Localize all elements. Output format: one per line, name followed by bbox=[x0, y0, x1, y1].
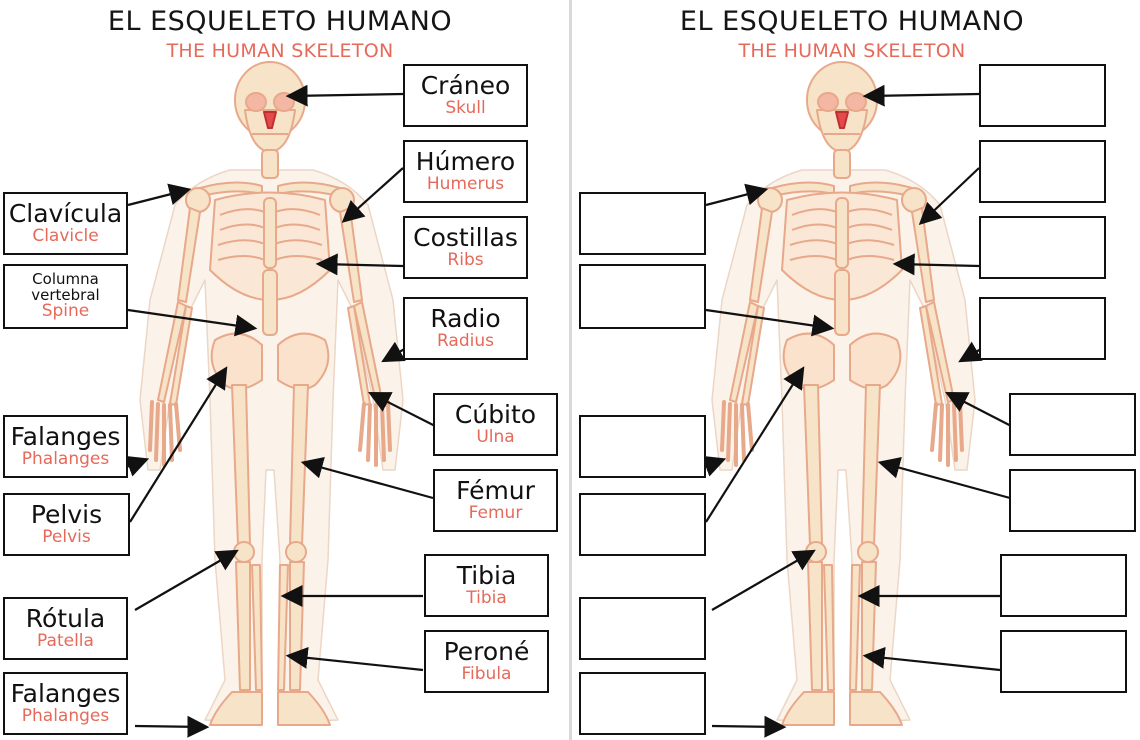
label-perone: Peroné Fibula bbox=[424, 630, 549, 693]
label-clavicula: Clavícula Clavicle bbox=[3, 192, 128, 255]
label-en: Ulna bbox=[476, 426, 515, 447]
blank-box-costillas[interactable] bbox=[979, 216, 1106, 279]
blank-box-falanges-mano[interactable] bbox=[579, 415, 706, 478]
blank-box-cubito[interactable] bbox=[1009, 393, 1136, 456]
label-en: Ribs bbox=[447, 249, 484, 270]
label-en: Humerus bbox=[426, 173, 505, 194]
label-craneo: Cráneo Skull bbox=[403, 64, 528, 127]
worksheet-subtitle: THE HUMAN SKELETON bbox=[166, 40, 394, 62]
label-en: Radius bbox=[436, 330, 494, 351]
label-es: Clavícula bbox=[8, 199, 123, 229]
blank-box-perone[interactable] bbox=[1000, 630, 1127, 693]
label-en: Femur bbox=[468, 502, 523, 523]
blank-box-femur[interactable] bbox=[1009, 469, 1136, 532]
label-en: Pelvis bbox=[42, 526, 91, 547]
blank-box-craneo[interactable] bbox=[979, 64, 1106, 127]
label-costillas: Costillas Ribs bbox=[403, 216, 528, 279]
blank-box-clavicula[interactable] bbox=[579, 192, 706, 255]
blank-box-pelvis[interactable] bbox=[579, 493, 706, 556]
label-falanges-mano: Falanges Phalanges bbox=[3, 415, 128, 478]
label-en: Skull bbox=[445, 97, 486, 118]
label-es: Radio bbox=[430, 304, 501, 334]
label-columna: Columna vertebral Spine bbox=[3, 264, 128, 329]
label-radio: Radio Radius bbox=[403, 297, 528, 360]
worksheet-title: EL ESQUELETO HUMANO bbox=[107, 6, 453, 37]
label-es-line1: Columna bbox=[32, 269, 99, 288]
label-es: Falanges bbox=[10, 422, 121, 452]
worksheet-title: EL ESQUELETO HUMANO bbox=[679, 6, 1025, 37]
label-es: Cúbito bbox=[454, 400, 537, 430]
label-es: Falanges bbox=[10, 679, 121, 709]
label-tibia: Tibia Tibia bbox=[424, 554, 549, 617]
worksheet-blank: EL ESQUELETO HUMANO THE HUMAN SKELETON bbox=[572, 0, 1140, 740]
label-es: Rótula bbox=[25, 604, 106, 634]
blank-box-rotula[interactable] bbox=[579, 597, 706, 660]
label-en: Phalanges bbox=[21, 705, 110, 726]
label-en: Phalanges bbox=[21, 448, 110, 469]
pointer-arrows bbox=[112, 84, 444, 738]
label-es: Tibia bbox=[456, 561, 517, 591]
label-en: Spine bbox=[41, 301, 90, 322]
label-rotula: Rótula Patella bbox=[3, 597, 128, 660]
label-falanges-pie: Falanges Phalanges bbox=[3, 672, 128, 735]
label-es: Peroné bbox=[443, 637, 530, 667]
blank-box-tibia[interactable] bbox=[1000, 554, 1127, 617]
blank-box-humero[interactable] bbox=[979, 140, 1106, 203]
blank-box-radio[interactable] bbox=[979, 297, 1106, 360]
sheet-divider bbox=[569, 0, 572, 740]
label-en: Fibula bbox=[461, 663, 512, 684]
label-femur: Fémur Femur bbox=[433, 469, 558, 532]
blank-box-columna[interactable] bbox=[579, 264, 706, 329]
label-humero: Húmero Humerus bbox=[403, 140, 528, 203]
label-es: Húmero bbox=[415, 147, 516, 177]
worksheet-subtitle: THE HUMAN SKELETON bbox=[738, 40, 966, 62]
label-cubito: Cúbito Ulna bbox=[433, 393, 558, 456]
label-es-line2: vertebral bbox=[31, 285, 100, 304]
label-en: Patella bbox=[37, 630, 94, 651]
label-en: Tibia bbox=[466, 587, 507, 608]
blank-box-falanges-pie[interactable] bbox=[579, 672, 706, 735]
label-es: Costillas bbox=[413, 223, 518, 253]
label-en: Clavicle bbox=[32, 225, 99, 246]
label-es: Pelvis bbox=[30, 500, 103, 530]
label-pelvis: Pelvis Pelvis bbox=[3, 493, 130, 556]
label-es: Cráneo bbox=[420, 71, 511, 101]
worksheet-labeled: EL ESQUELETO HUMANO THE HUMAN SKELETON bbox=[0, 0, 569, 740]
label-es: Fémur bbox=[456, 476, 535, 506]
